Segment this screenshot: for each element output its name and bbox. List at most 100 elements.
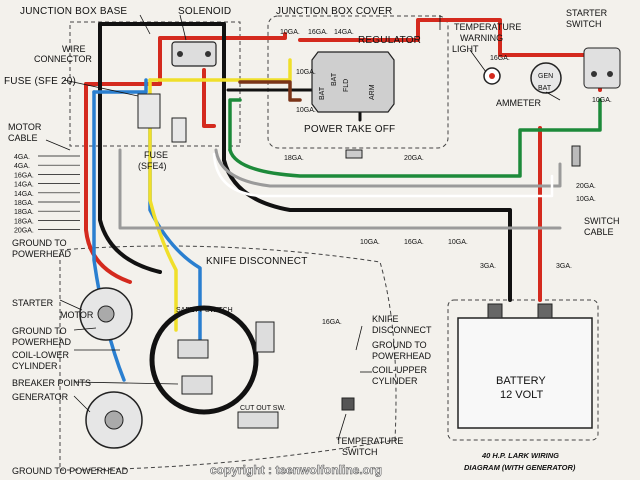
reg-terminal-bat-top: BAT: [319, 86, 326, 100]
green-wire-left: [228, 98, 242, 152]
label-temp-switch-1: TEMPERATURE: [336, 436, 403, 446]
gauge-10ga-right: 10GA.: [576, 196, 596, 203]
label-diagram-title-1: 40 H.P. LARK WIRING: [481, 451, 559, 460]
yellow-wire-top: [148, 58, 292, 82]
ammeter: [530, 62, 562, 94]
label-starter: STARTER: [566, 8, 608, 18]
gauge-left-item: 14GA.: [14, 182, 34, 189]
label-coil-upper-1: COIL-UPPER: [372, 365, 428, 375]
label-switch: SWITCH: [566, 19, 602, 29]
gauge-left-item: 20GA.: [14, 228, 34, 235]
label-knife-disconnect: KNIFE DISCONNECT: [206, 256, 308, 267]
label-solenoid: SOLENOID: [178, 6, 231, 17]
labels: JUNCTION BOX BASE SOLENOID WIRE CONNECTO…: [4, 6, 620, 476]
reg-terminal-arm: ARM: [369, 84, 376, 100]
red-wire-solenoid: [202, 68, 216, 128]
starter-switch: [583, 47, 621, 89]
label-fuse-sfe20: FUSE (SFE 20): [4, 76, 76, 87]
gauge-labels: 10GA. 16GA. 14GA. 10GA. 10GA. 16GA. 10GA…: [14, 29, 612, 326]
gauge-left-list: 4GA.4GA.16GA.14GA.14GA.18GA.18GA.18GA.20…: [14, 154, 80, 235]
label-knife-r1: KNIFE: [372, 314, 399, 324]
gauge-18ga-mid: 18GA.: [284, 155, 304, 162]
leader-lines: [45, 14, 561, 441]
gauge-16ga-bot: 16GA.: [404, 239, 424, 246]
label-coil-lower-1: COIL-LOWER: [12, 350, 70, 360]
label-ground-powerhead-2: POWERHEAD: [12, 249, 72, 259]
black-wire-main: [98, 48, 162, 274]
label-ground-powerhead-bottom: GROUND TO POWERHEAD: [12, 466, 129, 476]
gray-wire-1: [214, 148, 562, 188]
gauge-14ga-a: 14GA.: [334, 29, 354, 36]
switch-cable-connector: [571, 145, 581, 167]
temperature-switch: [341, 397, 355, 411]
gauge-16ga-a: 16GA.: [308, 29, 328, 36]
gauge-3ga-b: 3GA.: [556, 263, 572, 270]
red-wire-main: [84, 82, 132, 284]
regulator: [311, 51, 395, 113]
label-fuse: FUSE: [144, 150, 168, 160]
battery: [457, 303, 593, 429]
label-ground-r2: POWERHEAD: [372, 351, 432, 361]
label-ground-r1: GROUND TO: [372, 340, 427, 350]
gauge-16ga-switch: 16GA.: [322, 319, 342, 326]
starter-motor: [79, 287, 133, 341]
gauge-left-item: 18GA.: [14, 218, 34, 225]
gauge-10ga-c: 10GA.: [296, 107, 316, 114]
label-starter-motor-1: STARTER: [12, 298, 54, 308]
gauge-left-item: 18GA.: [14, 209, 34, 216]
label-battery: BATTERY: [496, 375, 546, 387]
label-switch-cable-2: CABLE: [584, 227, 614, 237]
gauge-16ga-temp: 16GA.: [490, 55, 510, 62]
brown-wire: [238, 80, 302, 102]
label-light: LIGHT: [452, 44, 479, 54]
label-ground-powerhead-4: POWERHEAD: [12, 337, 72, 347]
black-wire-top: [98, 22, 226, 162]
gauge-left-item: 4GA.: [14, 154, 30, 161]
gauge-20ga-right: 20GA.: [576, 183, 596, 190]
gauge-20ga-mid: 20GA.: [404, 155, 424, 162]
label-junction-box-cover: JUNCTION BOX COVER: [276, 6, 392, 17]
gauge-left-item: 14GA.: [14, 191, 34, 198]
fuse-sfe4-block: [171, 117, 187, 143]
label-power-take-off: POWER TAKE OFF: [304, 124, 395, 135]
label-ground-powerhead-3: GROUND TO: [12, 326, 67, 336]
label-ground-powerhead-1: GROUND TO: [12, 238, 67, 248]
reg-terminal-bat-side: BAT: [331, 72, 338, 86]
label-sfe4: (SFE4): [138, 161, 167, 171]
solenoid: [171, 41, 217, 67]
label-coil-lower-2: CYLINDER: [12, 361, 58, 371]
red-wire-top: [84, 32, 287, 86]
label-generator: GENERATOR: [12, 392, 69, 402]
watermark: copyright : teenwolfonline.org: [210, 463, 382, 477]
label-battery-volt: 12 VOLT: [500, 389, 543, 401]
generator: [85, 391, 143, 449]
label-switch-cable-1: SWITCH: [584, 216, 620, 226]
terminal-labels: BAT FLD ARM BAT GEN BAT: [319, 72, 553, 100]
coil-upper: [255, 321, 275, 353]
label-temp-switch-2: SWITCH: [342, 447, 378, 457]
fuse-sfe20-block: [137, 93, 161, 129]
temp-warning-light: [483, 67, 501, 85]
label-knife-r2: DISCONNECT: [372, 325, 432, 335]
battery-outline-dash: [447, 299, 599, 441]
label-ammeter: AMMETER: [496, 98, 542, 108]
white-wire-1: [212, 152, 554, 198]
gauge-10ga-b: 10GA.: [296, 69, 316, 76]
magneto-plate: [149, 305, 259, 415]
label-temperature: TEMPERATURE: [454, 22, 521, 32]
label-motor: MOTOR: [8, 122, 42, 132]
label-cut-out-sw: CUT OUT SW.: [240, 405, 286, 412]
wire-bundle: [84, 18, 602, 382]
cut-out-switch: [237, 411, 279, 429]
gauge-left-item: 18GA.: [14, 200, 34, 207]
label-junction-box-base: JUNCTION BOX BASE: [20, 6, 127, 17]
black-wire-battery: [222, 158, 512, 302]
label-connector: CONNECTOR: [34, 54, 92, 64]
gauge-3ga-a: 3GA.: [480, 263, 496, 270]
gauge-10ga-a: 10GA.: [280, 29, 300, 36]
gauge-10ga-bot-a: 10GA.: [360, 239, 380, 246]
label-regulator: REGULATOR: [358, 35, 421, 46]
label-wire: WIRE: [62, 44, 86, 54]
gauge-left-item: 16GA.: [14, 172, 34, 179]
gray-wire-2: [118, 148, 562, 230]
